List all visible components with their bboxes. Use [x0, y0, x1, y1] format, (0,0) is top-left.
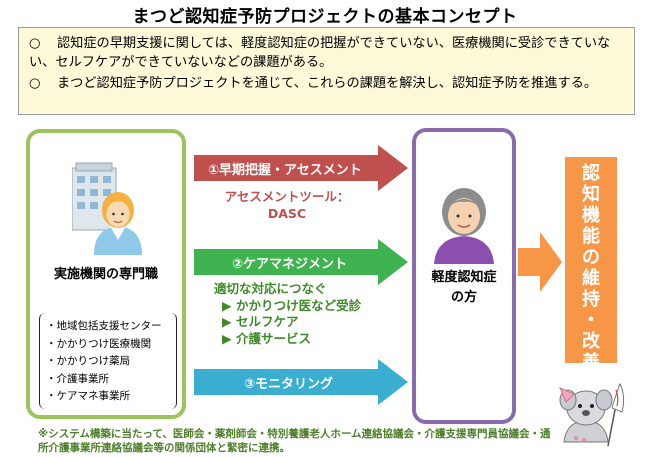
- arrow-to-result: [518, 232, 562, 292]
- arrow-care-management: [194, 239, 408, 285]
- list-item: ・かかりつけ薬局: [46, 355, 131, 367]
- professionals-title: 実施機関の専門職: [53, 267, 158, 282]
- footnote: ※システム構築に当たって、医師会・薬剤師会・特別養護老人ホーム連絡協議会・介護支…: [38, 428, 551, 454]
- list-item: ・かかりつけ医療機関: [46, 337, 152, 350]
- summary-item: ○まつど認知症予防プロジェクトを通じて、これらの課題を解決し、認知症予防を推進す…: [29, 76, 598, 91]
- list-item: ・地域包括支援センター: [46, 320, 162, 332]
- summary-item: ○認知症の早期支援に関しては、軽度認知症の把握ができていない、医療機関に受診でき…: [29, 36, 611, 70]
- professionals-box: 実施機関の専門職 ・地域包括支援センター ・かかりつけ医療機関 ・かかりつけ薬局…: [26, 129, 186, 419]
- list-item: ・ケアマネ事業所: [46, 390, 130, 402]
- facility-staff-icon: [72, 162, 142, 255]
- arrow-label-assessment: ①早期把握・アセスメント: [208, 163, 362, 178]
- arrow-monitoring: [194, 359, 408, 405]
- institution-list: ・地域包括支援センター ・かかりつけ医療機関 ・かかりつけ薬局 ・介護事業所 ・…: [39, 313, 177, 409]
- mild-dementia-title: 軽度認知症 の方: [431, 270, 497, 305]
- mild-dementia-box: 軽度認知症 の方: [412, 128, 516, 424]
- assessment-tool-text: アセスメントツール： DASC: [224, 189, 350, 221]
- elderly-person-icon: [434, 188, 494, 264]
- arrow-label-care-management: ②ケアマネジメント: [232, 257, 348, 272]
- list-item: ・介護事業所: [46, 372, 109, 385]
- page-title: まつど認知症予防プロジェクトの基本コンセプト: [132, 7, 518, 27]
- summary-box: ○認知症の早期支援に関しては、軽度認知症の把握ができていない、医療機関に受診でき…: [18, 27, 635, 115]
- arrow-assessment: [194, 145, 408, 191]
- arrow-label-monitoring: ③モニタリング: [244, 377, 334, 392]
- result-box: 認 知 機 能 の 維 持 ・ 改 善: [565, 157, 617, 373]
- mascot-icon: [559, 382, 625, 447]
- care-management-details: 適切な対応につなぐ ▶ かかりつけ医など受診 ▶ セルフケア ▶ 介護サービス: [214, 281, 362, 346]
- result-text: 認 知 機 能 の 維 持 ・ 改 善: [582, 163, 600, 373]
